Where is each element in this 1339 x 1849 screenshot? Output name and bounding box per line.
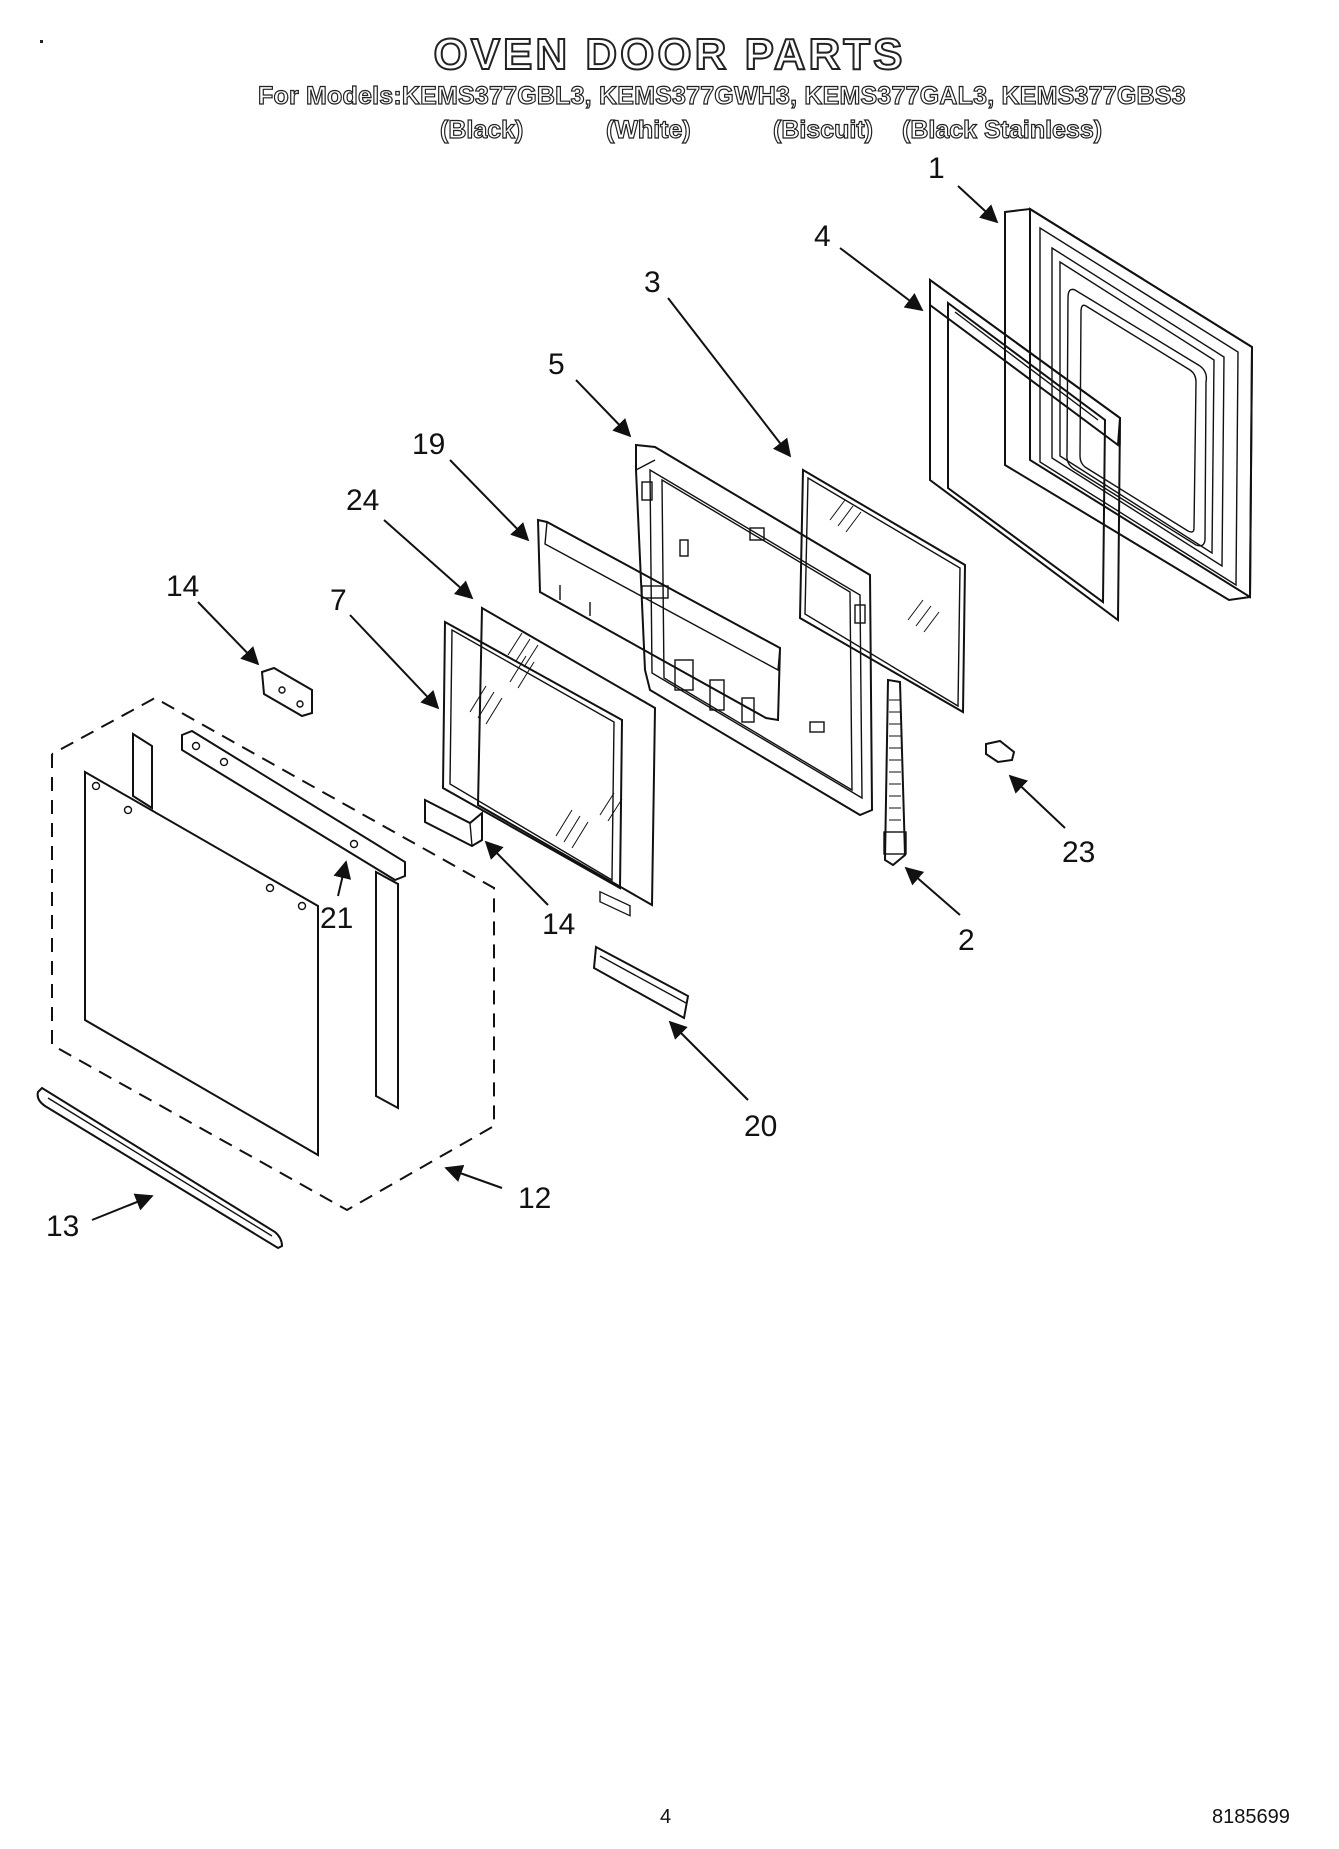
part-21-top-strip	[181, 729, 406, 882]
callout-12: 12	[518, 1182, 551, 1215]
part-7-front-glass	[441, 620, 624, 890]
model-color-black: (Black)	[439, 115, 524, 144]
part-12-door-assembly-outline	[51, 696, 495, 1212]
part-19-heat-shield	[536, 518, 782, 917]
part-13-handle	[36, 1086, 284, 1250]
callout-14-lower: 14	[542, 908, 575, 941]
callout-23: 23	[1062, 836, 1095, 869]
callout-3: 3	[644, 266, 661, 299]
part-24-glass-pane	[476, 606, 657, 907]
callout-4: 4	[814, 220, 831, 253]
leader-lines	[91, 185, 1066, 1221]
callout-20: 20	[744, 1110, 777, 1143]
page-number: 4	[660, 1806, 672, 1828]
callout-numbers: 1 4 3 5 19 24 7 14 14 21 2 23 20 12 13	[46, 152, 1095, 1243]
callout-5: 5	[548, 348, 565, 381]
part-5-inner-door-liner	[635, 443, 874, 817]
model-color-black-stainless: (Black Stainless)	[901, 115, 1103, 144]
part-20-trim-strip	[592, 945, 690, 1020]
callout-7: 7	[330, 584, 347, 617]
part-14-bracket-lower	[424, 798, 483, 848]
part-23-clip	[985, 739, 1016, 764]
part-2-hinge	[883, 678, 907, 867]
callout-2: 2	[958, 924, 975, 957]
callout-24: 24	[346, 484, 379, 517]
part-4-door-frame	[929, 278, 1122, 622]
part-3-inner-glass	[798, 468, 967, 714]
callout-1: 1	[928, 152, 945, 185]
callout-21: 21	[320, 902, 353, 935]
callout-14-upper: 14	[166, 570, 199, 603]
part-14-bracket-upper	[260, 666, 313, 718]
part-1-outer-door-panel	[1004, 207, 1254, 602]
callout-19: 19	[412, 428, 445, 461]
corner-mark	[40, 40, 43, 43]
callout-13: 13	[46, 1210, 79, 1243]
page-title: OVEN DOOR PARTS	[432, 29, 906, 80]
document-number: 8185699	[1212, 1806, 1290, 1828]
model-color-biscuit: (Biscuit)	[772, 115, 873, 144]
model-list: For Models:KEMS377GBL3, KEMS377GWH3, KEM…	[257, 81, 1186, 110]
model-color-white: (White)	[605, 115, 691, 144]
